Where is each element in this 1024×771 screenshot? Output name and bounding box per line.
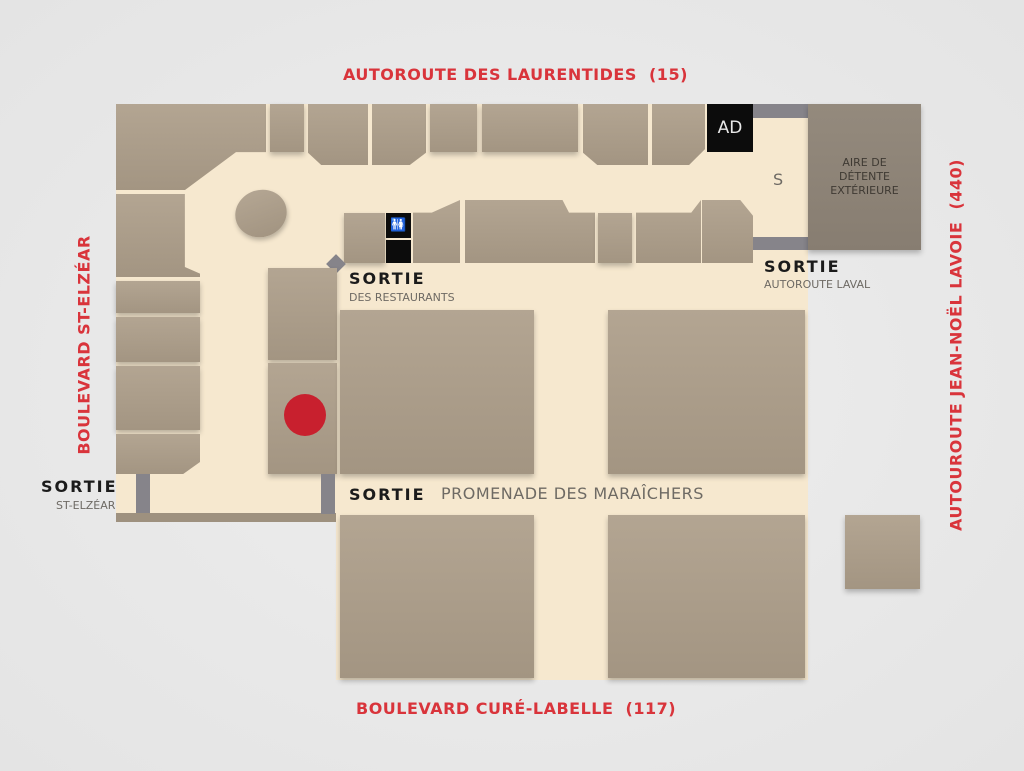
store[interactable] <box>268 268 337 360</box>
wall <box>116 513 336 522</box>
store[interactable] <box>116 317 200 362</box>
exit-laval-title: SORTIE <box>764 257 841 276</box>
road-north: AUTOROUTE DES LAURENTIDES (15) <box>343 65 688 84</box>
exit-restaurants-subtitle: DES RESTAURANTS <box>349 291 455 304</box>
you-are-here-marker <box>284 394 326 436</box>
store-block[interactable] <box>340 310 534 474</box>
road-west: BOULEVARD ST-ELZÉAR <box>74 235 94 455</box>
wall <box>753 104 808 118</box>
road-south: BOULEVARD CURÉ-LABELLE (117) <box>356 699 677 718</box>
restroom-block <box>386 240 411 263</box>
store[interactable] <box>598 213 632 263</box>
wall <box>753 237 808 250</box>
exit-passage-st-elzear <box>136 474 150 514</box>
exit-st-elzear-subtitle: ST-ELZÉAR <box>56 499 116 512</box>
exit-st-elzear-title: SORTIE <box>41 477 118 496</box>
road-east: AUTOUROUTE JEAN-NOËL LAVOIE (440) <box>946 159 966 531</box>
lounge-label-3: EXTÉRIEURE <box>830 184 899 197</box>
store-block[interactable] <box>608 515 805 678</box>
store-block[interactable] <box>340 515 534 678</box>
exit-laval-subtitle: AUTOROUTE LAVAL <box>764 278 871 291</box>
exit-maraichers-title: SORTIE <box>349 485 426 504</box>
store[interactable] <box>116 434 200 474</box>
store[interactable] <box>116 281 200 313</box>
store[interactable] <box>344 213 385 263</box>
store[interactable] <box>116 366 200 430</box>
store-outbuilding[interactable] <box>845 515 920 589</box>
store[interactable] <box>270 104 304 152</box>
store[interactable] <box>652 104 705 165</box>
lounge-label-2: DÉTENTE <box>839 170 890 183</box>
store-block[interactable] <box>608 310 805 474</box>
ad-label: AD <box>717 118 743 138</box>
outdoor-lounge-area[interactable]: AIRE DE DÉTENTE EXTÉRIEURE <box>808 104 921 250</box>
exit-passage-maraichers <box>321 474 335 514</box>
s-label: S <box>773 170 784 189</box>
store[interactable] <box>583 104 648 165</box>
exit-maraichers-subtitle: PROMENADE DES MARAÎCHERS <box>441 484 704 503</box>
restroom-icon: 🚻 <box>386 213 411 238</box>
store[interactable] <box>372 104 426 165</box>
exit-restaurants-title: SORTIE <box>349 269 426 288</box>
store-ad[interactable]: AD <box>707 104 753 152</box>
store[interactable] <box>702 200 753 263</box>
store[interactable] <box>308 104 368 165</box>
store[interactable] <box>430 104 477 152</box>
lounge-label-1: AIRE DE <box>842 156 887 169</box>
store[interactable] <box>482 104 578 152</box>
